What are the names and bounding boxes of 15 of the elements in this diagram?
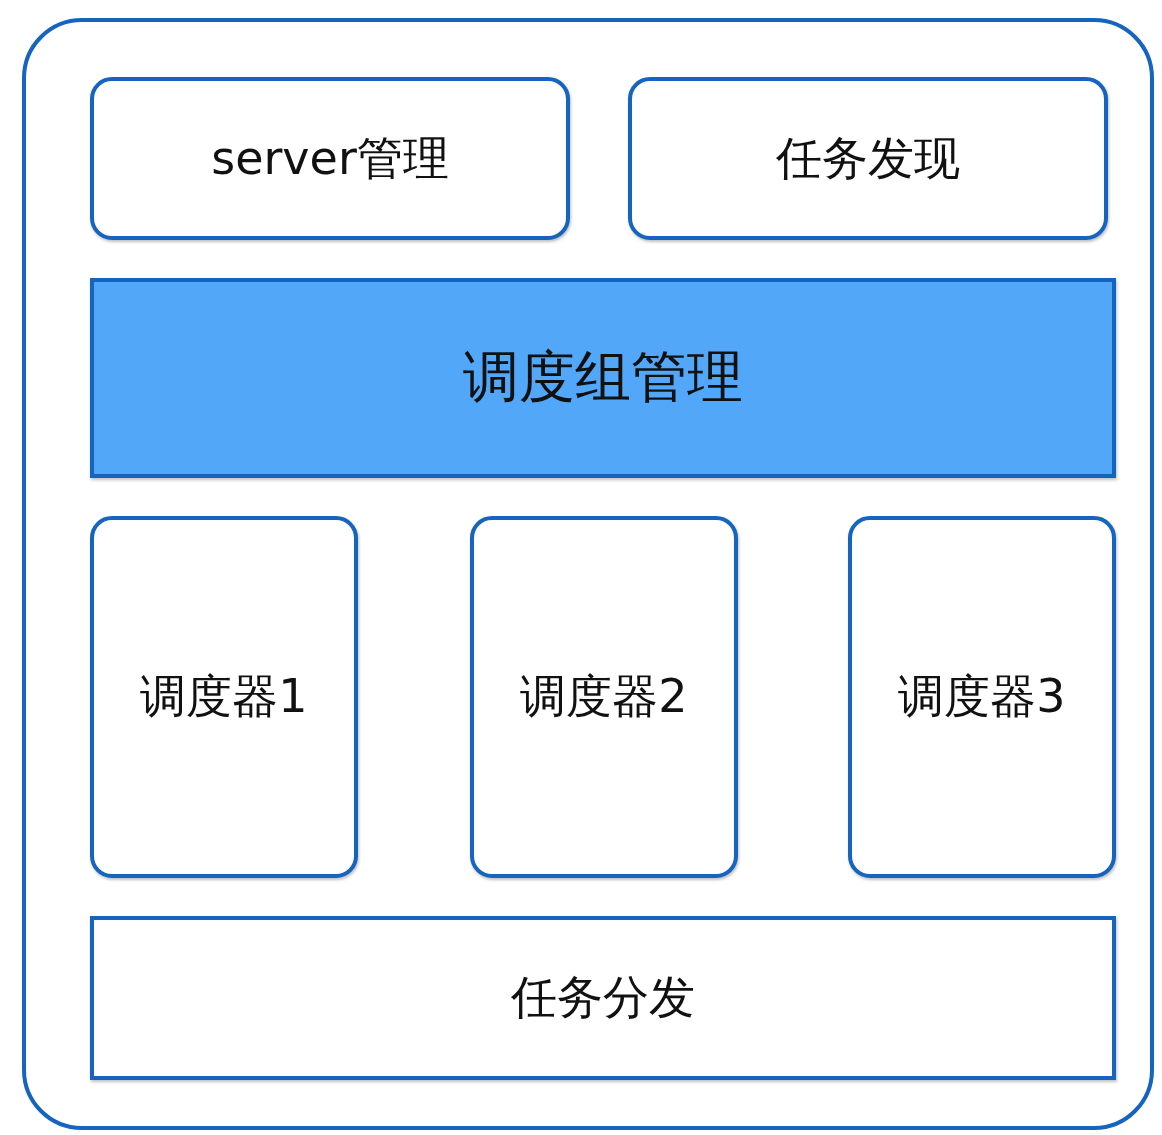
module-box [90, 77, 570, 240]
scheduler-box [470, 516, 738, 878]
scheduler-box [848, 516, 1116, 878]
module-box [628, 77, 1108, 240]
group-manager-bar [90, 278, 1116, 478]
outer-frame [22, 18, 1154, 1130]
node-label: 任务发现 [776, 129, 960, 187]
node-label: 调度器1 [140, 668, 308, 725]
node-label: 调度器3 [898, 668, 1066, 725]
node-label: 调度组管理 [463, 343, 743, 411]
dispatch-bar [90, 916, 1116, 1080]
scheduler-box [90, 516, 358, 878]
node-label: 任务分发 [511, 969, 695, 1026]
node-label: 调度器2 [520, 668, 688, 725]
node-label: server管理 [211, 129, 449, 187]
